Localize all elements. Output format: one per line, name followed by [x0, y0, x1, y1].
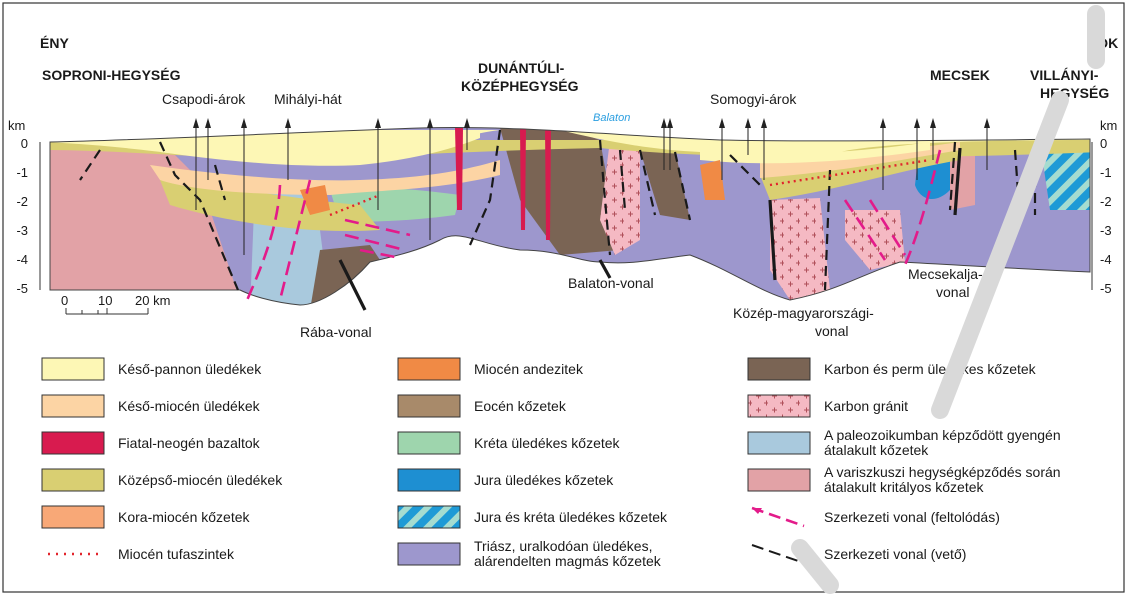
label-mihalyi: Mihályi-hát [274, 91, 342, 107]
legend-item: Jura üledékes kőzetek [398, 469, 614, 491]
region-sopron: SOPRONI-HEGYSÉG [42, 67, 181, 83]
legend-swatch [398, 469, 460, 491]
legend-item: Jura és kréta üledékes kőzetek [398, 506, 668, 528]
legend-swatch [398, 506, 460, 528]
legend-label-line2: átalakult kőzetek [824, 442, 929, 458]
axis-unit-right: km [1100, 118, 1117, 133]
legend-label-line2: átalakult kritályos kőzetek [824, 479, 985, 495]
legend-item: Késő-miocén üledékek [42, 395, 261, 417]
depth-tick: -4 [1100, 252, 1112, 267]
legend-swatch [42, 469, 104, 491]
legend-label: Középső-miocén üledékek [118, 472, 283, 488]
region-dunantul-2: KÖZÉPHEGYSÉG [461, 78, 579, 94]
legend-label: Késő-miocén üledékek [118, 398, 261, 414]
legend-label: Eocén kőzetek [474, 398, 567, 414]
legend-item: A paleozoikumban képződött gyengénátalak… [748, 427, 1061, 458]
depth-tick: -5 [1100, 281, 1112, 296]
axis-unit-left: km [8, 118, 25, 133]
legend-label: Karbon gránit [824, 398, 908, 414]
legend-item: Középső-miocén üledékek [42, 469, 283, 491]
legend-swatch [748, 358, 810, 380]
legend-item: Kora-miocén kőzetek [42, 506, 251, 528]
legend-swatch [748, 469, 810, 491]
legend-label: Kréta üledékes kőzetek [474, 435, 621, 451]
legend-swatch [398, 432, 460, 454]
legend-item: Késő-pannon üledékek [42, 358, 262, 380]
scale-tick: 0 [61, 293, 68, 308]
legend-item: Fiatal-neogén bazaltok [42, 432, 261, 454]
basalt-dyke-2 [520, 125, 526, 230]
label-balaton: Balaton [593, 112, 630, 124]
label-mecsekalja-1: Mecsekalja- [908, 266, 983, 282]
legend-item: A variszkuszi hegységképződés soránátala… [748, 464, 1061, 495]
depth-tick: -5 [16, 281, 28, 296]
legend-swatch [42, 358, 104, 380]
legend-item: Eocén kőzetek [398, 395, 567, 417]
depth-tick: 0 [1100, 136, 1107, 151]
legend-swatch [398, 395, 460, 417]
legend-swatch [748, 395, 810, 417]
label-csapodi: Csapodi-árok [162, 91, 246, 107]
scale-tick: 10 [98, 293, 112, 308]
legend-label: Karbon és perm üledékes kőzetek [824, 361, 1037, 377]
depth-tick: -4 [16, 252, 28, 267]
label-kozep-1: Közép-magyarországi- [733, 305, 874, 321]
depth-axis-left: km 0 -1 -2 -3 -4 -5 [8, 118, 40, 296]
legend-swatch [42, 395, 104, 417]
label-kozep-2: vonal [815, 323, 848, 339]
depth-tick: -3 [1100, 223, 1112, 238]
legend-item: Triász, uralkodóan üledékes,alárendelten… [398, 538, 662, 569]
legend-item: Karbon és perm üledékes kőzetek [748, 358, 1037, 380]
legend-item: Miocén andezitek [398, 358, 584, 380]
scale-tick: 20 km [135, 293, 170, 308]
label-mecsekalja-2: vonal [936, 284, 969, 300]
direction-left: ÉNY [40, 35, 69, 51]
legend-swatch [42, 432, 104, 454]
legend-item: Miocén tufaszintek [48, 546, 235, 562]
legend-label: Kora-miocén kőzetek [118, 509, 251, 525]
label-balaton-vonal: Balaton-vonal [568, 275, 654, 291]
legend-item: Kréta üledékes kőzetek [398, 432, 621, 454]
legend-label: A paleozoikumban képződött gyengén [824, 427, 1061, 443]
legend-item: Karbon gránit [748, 395, 908, 417]
region-dunantul-1: DUNÁNTÚLI- [478, 59, 565, 76]
legend-label-line2: alárendelten magmás kőzetek [474, 553, 662, 569]
legend-swatch [398, 543, 460, 565]
region-mecsek: MECSEK [930, 67, 990, 83]
legend-item: Szerkezeti vonal (feltolódás) [752, 508, 1000, 526]
depth-tick: -1 [1100, 165, 1112, 180]
legend-swatch [748, 432, 810, 454]
depth-tick: -2 [16, 194, 28, 209]
legend-swatch [42, 506, 104, 528]
label-raba: Rába-vonal [300, 324, 372, 340]
legend-label: Triász, uralkodóan üledékes, [474, 538, 652, 554]
region-villany-2: HEGYSÉG [1040, 85, 1109, 101]
region-villany-1: VILLÁNYI- [1030, 67, 1099, 83]
label-somogyi: Somogyi-árok [710, 91, 797, 107]
legend-item: Szerkezeti vonal (vető) [752, 545, 966, 563]
legend-label: Szerkezeti vonal (vető) [824, 546, 966, 562]
depth-axis-right: km 0 -1 -2 -3 -4 -5 [1092, 118, 1117, 296]
legend-label: Szerkezeti vonal (feltolódás) [824, 509, 1000, 525]
legend-swatch [398, 358, 460, 380]
legend-label: Jura és kréta üledékes kőzetek [474, 509, 668, 525]
scale-bar: 0 10 20 km [61, 293, 170, 314]
legend-label: Miocén tufaszintek [118, 546, 235, 562]
legend-label: Késő-pannon üledékek [118, 361, 262, 377]
depth-tick: -2 [1100, 194, 1112, 209]
cross-section: km 0 -1 -2 -3 -4 -5 km 0 -1 -2 -3 -4 -5 … [8, 35, 1118, 340]
legend-label: Jura üledékes kőzetek [474, 472, 614, 488]
depth-tick: -3 [16, 223, 28, 238]
depth-tick: -1 [16, 165, 28, 180]
depth-tick: 0 [21, 136, 28, 151]
legend-label: Miocén andezitek [474, 361, 584, 377]
legend-label: A variszkuszi hegységképződés során [824, 464, 1061, 480]
basalt-dyke-3 [545, 125, 551, 240]
legend-label: Fiatal-neogén bazaltok [118, 435, 261, 451]
